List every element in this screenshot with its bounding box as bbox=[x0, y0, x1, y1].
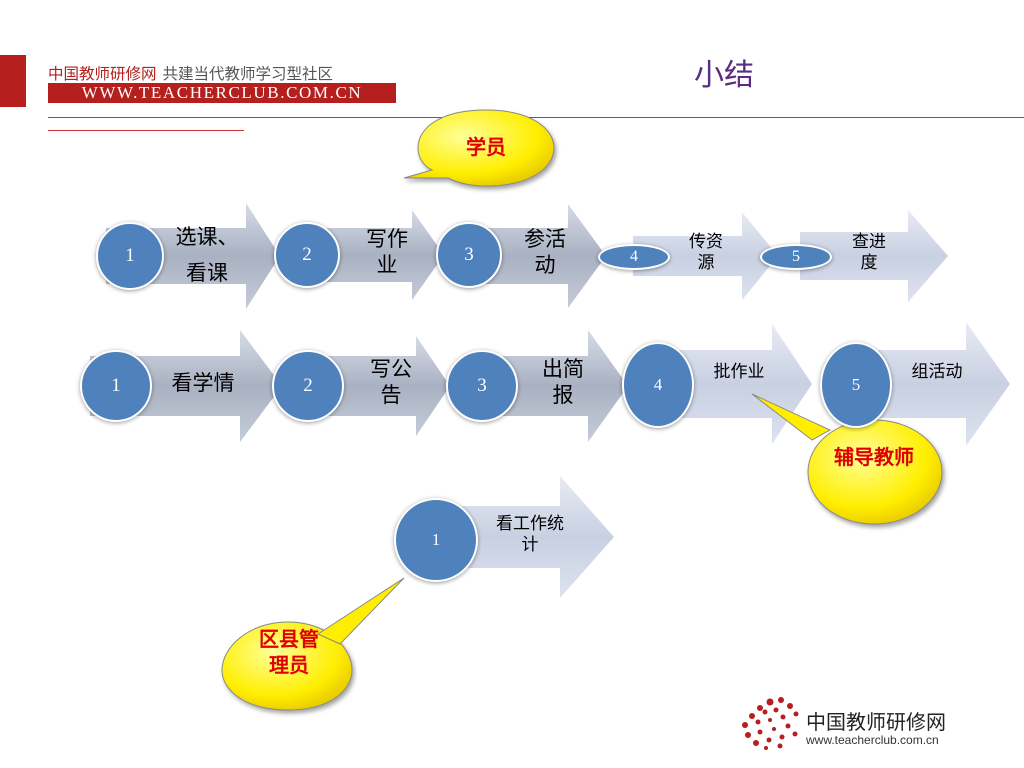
tutor-bubble-tail bbox=[751, 393, 832, 441]
header-accent-bar bbox=[0, 55, 26, 107]
row2-step-4-label: 批作业 bbox=[713, 362, 765, 382]
admin-role-label: 区县管理员 bbox=[259, 627, 319, 677]
row2-step-4-number: 4 bbox=[622, 342, 694, 428]
row2-step-3-number: 3 bbox=[446, 350, 518, 422]
brand-header: 中国教师研修网共建当代教师学习型社区 bbox=[48, 62, 333, 84]
row1-step-4-number: 4 bbox=[598, 244, 670, 270]
row3-arrow-1 bbox=[422, 476, 614, 598]
brand-name: 中国教师研修网 bbox=[48, 65, 157, 83]
slide-title: 小结 bbox=[694, 58, 754, 93]
row3-step-1-number: 1 bbox=[394, 498, 478, 582]
tutor-role-label: 辅导教师 bbox=[834, 445, 914, 469]
row2-step-5-label: 组活动 bbox=[911, 362, 963, 382]
row1-step-3-label: 参活动 bbox=[524, 227, 566, 278]
row2-arrow-5 bbox=[852, 322, 1010, 446]
row2-step-2-number: 2 bbox=[272, 350, 344, 422]
row1-step-4-label: 传资源 bbox=[689, 232, 723, 274]
logo-dots-icon bbox=[742, 697, 799, 750]
admin-bubble-tail bbox=[316, 577, 405, 645]
row1-step-5-number: 5 bbox=[760, 244, 832, 270]
row1-arrow-4 bbox=[633, 212, 778, 300]
row1-step-2-number: 2 bbox=[274, 222, 340, 288]
row1-step-1-label: 选课、看课 bbox=[175, 225, 239, 285]
student-role-label: 学员 bbox=[466, 135, 506, 159]
row1-step-1-number: 1 bbox=[96, 222, 164, 290]
row1-arrow-2 bbox=[296, 210, 444, 300]
row1-arrow-5 bbox=[800, 210, 948, 302]
admin-bubble bbox=[221, 621, 353, 711]
row2-arrow-4 bbox=[656, 324, 812, 444]
row1-arrow-3 bbox=[456, 204, 606, 308]
row2-step-3-label: 出简报 bbox=[542, 357, 584, 408]
row2-step-1-number: 1 bbox=[80, 350, 152, 422]
row3-step-1-label: 看工作统计 bbox=[496, 514, 564, 556]
row1-step-5-label: 查进度 bbox=[852, 232, 886, 274]
header-subdivider bbox=[48, 130, 244, 131]
row2-arrow-3 bbox=[470, 330, 628, 442]
tutor-bubble bbox=[807, 419, 943, 525]
row1-step-2-label: 写作业 bbox=[366, 227, 408, 278]
row2-step-1-label: 看学情 bbox=[171, 371, 235, 395]
row1-step-3-number: 3 bbox=[436, 222, 502, 288]
row2-step-5-number: 5 bbox=[820, 342, 892, 428]
student-bubble bbox=[403, 109, 555, 187]
footer-logo-url: www.teacherclub.com.cn bbox=[806, 733, 939, 747]
footer-logo-name: 中国教师研修网 bbox=[806, 710, 946, 734]
brand-slogan: 共建当代教师学习型社区 bbox=[162, 65, 334, 83]
brand-url: WWW.TEACHERCLUB.COM.CN bbox=[48, 83, 396, 103]
header-divider bbox=[48, 117, 1024, 118]
row2-step-2-label: 写公告 bbox=[370, 357, 412, 408]
